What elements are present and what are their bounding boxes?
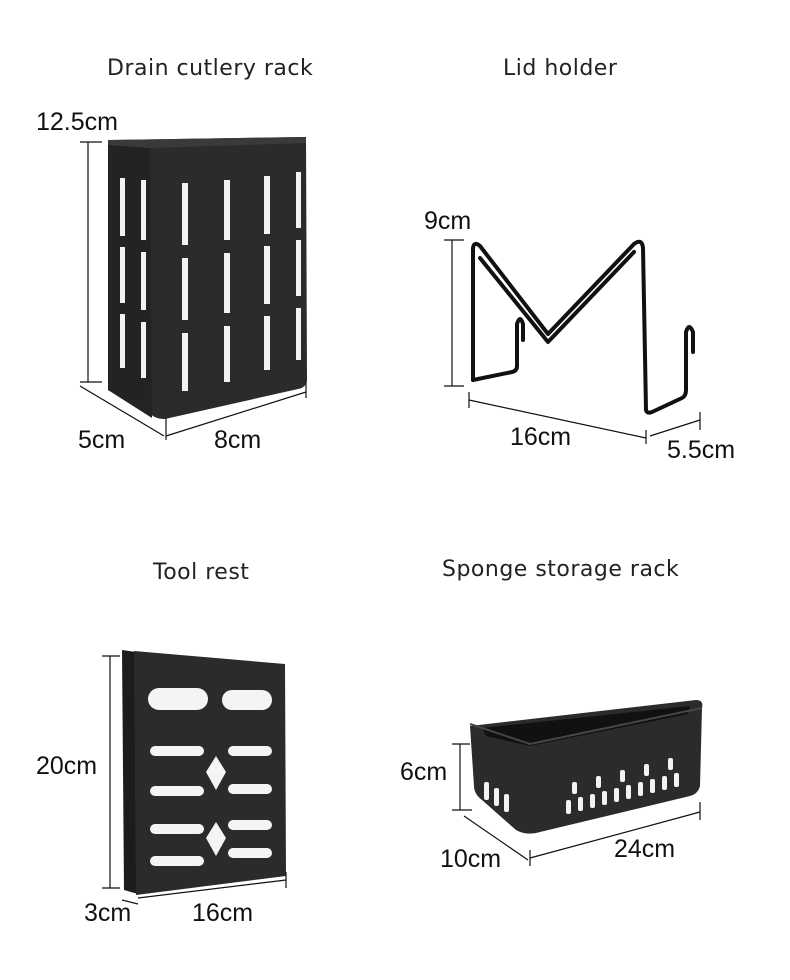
- sponge-rack-rim: [469, 707, 703, 746]
- cutlery-rack-title: Drain cutlery rack: [107, 56, 314, 81]
- sponge-rack-dimension-lines: [452, 743, 701, 866]
- lid-holder-height-label: 9cm: [424, 207, 472, 235]
- lid-holder-title: Lid holder: [503, 56, 618, 81]
- sponge-rack-slots: [484, 758, 679, 814]
- cutlery-rack-slots: [120, 172, 301, 391]
- tool-rest-depth-label: 3cm: [84, 899, 132, 927]
- sponge-rack-width-label: 24cm: [614, 835, 676, 863]
- sponge-rack-inner: [482, 706, 690, 746]
- sponge-rack-height-label: 6cm: [400, 758, 448, 786]
- cutlery-rack-dimension-lines: [79, 141, 307, 440]
- cutlery-rack-body: [108, 137, 307, 419]
- sponge-rack-title: Sponge storage rack: [442, 557, 680, 582]
- cutlery-rack-width-label: 8cm: [214, 426, 262, 454]
- cutlery-rack-height-label: 12.5cm: [36, 108, 118, 136]
- lid-holder-depth-label: 5.5cm: [667, 436, 736, 464]
- tool-rest-title: Tool rest: [153, 560, 250, 585]
- lid-holder-width-label: 16cm: [510, 423, 572, 451]
- lid-holder-wire-inner: [471, 250, 636, 382]
- tool-rest-height-label: 20cm: [36, 752, 98, 780]
- tool-rest-side: [122, 650, 138, 894]
- cutlery-rack-rim: [108, 137, 306, 148]
- tool-rest-slots: [148, 688, 272, 866]
- lid-holder-illustration: [444, 239, 701, 444]
- tool-rest-illustration: [102, 650, 287, 905]
- cutlery-rack-depth-label: 5cm: [78, 426, 126, 454]
- cutlery-rack-illustration: [79, 137, 307, 440]
- lid-holder-dimension-lines: [444, 239, 701, 444]
- lid-holder-wire-outer: [471, 239, 695, 415]
- sponge-rack-depth-label: 10cm: [440, 845, 502, 873]
- tool-rest-width-label: 16cm: [192, 899, 254, 927]
- sponge-storage-rack-illustration: [452, 700, 703, 866]
- tool-rest-dimension-lines: [102, 655, 287, 905]
